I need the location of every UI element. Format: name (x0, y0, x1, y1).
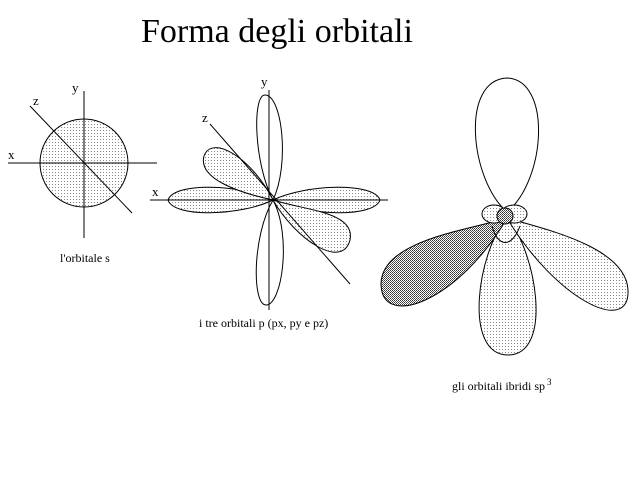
p-y-label: y (261, 74, 268, 89)
py-lobe-bottom (255, 198, 284, 306)
panel-p-orbitals: x y z i tre orbitali p (px, py e pz) (150, 74, 388, 330)
sp3-lobe-top (474, 77, 539, 213)
sp3-lobe-left (380, 217, 509, 307)
sp3-small-lobe-center (496, 207, 514, 225)
py-lobe-top (256, 94, 283, 202)
s-y-label: y (72, 80, 79, 95)
sp3-lobe-bottom (478, 217, 537, 356)
p-z-label: z (202, 110, 208, 125)
s-z-axis (29, 105, 133, 214)
s-caption: l'orbitale s (60, 251, 110, 265)
s-x-label: x (8, 147, 15, 162)
panel-s-orbital: x y z l'orbitale s (8, 80, 157, 265)
pz-lobe-front (271, 199, 351, 253)
sp3-lobe-right (505, 217, 629, 311)
page-title: Forma degli orbitali (141, 13, 413, 50)
pz-lobe-back (202, 147, 274, 201)
sp3-small-lobe-bottom (491, 225, 521, 243)
s-z-label: z (33, 93, 39, 108)
p-caption: i tre orbitali p (px, py e pz) (199, 316, 328, 330)
p-z-axis (209, 123, 351, 285)
p-x-label: x (152, 184, 159, 199)
